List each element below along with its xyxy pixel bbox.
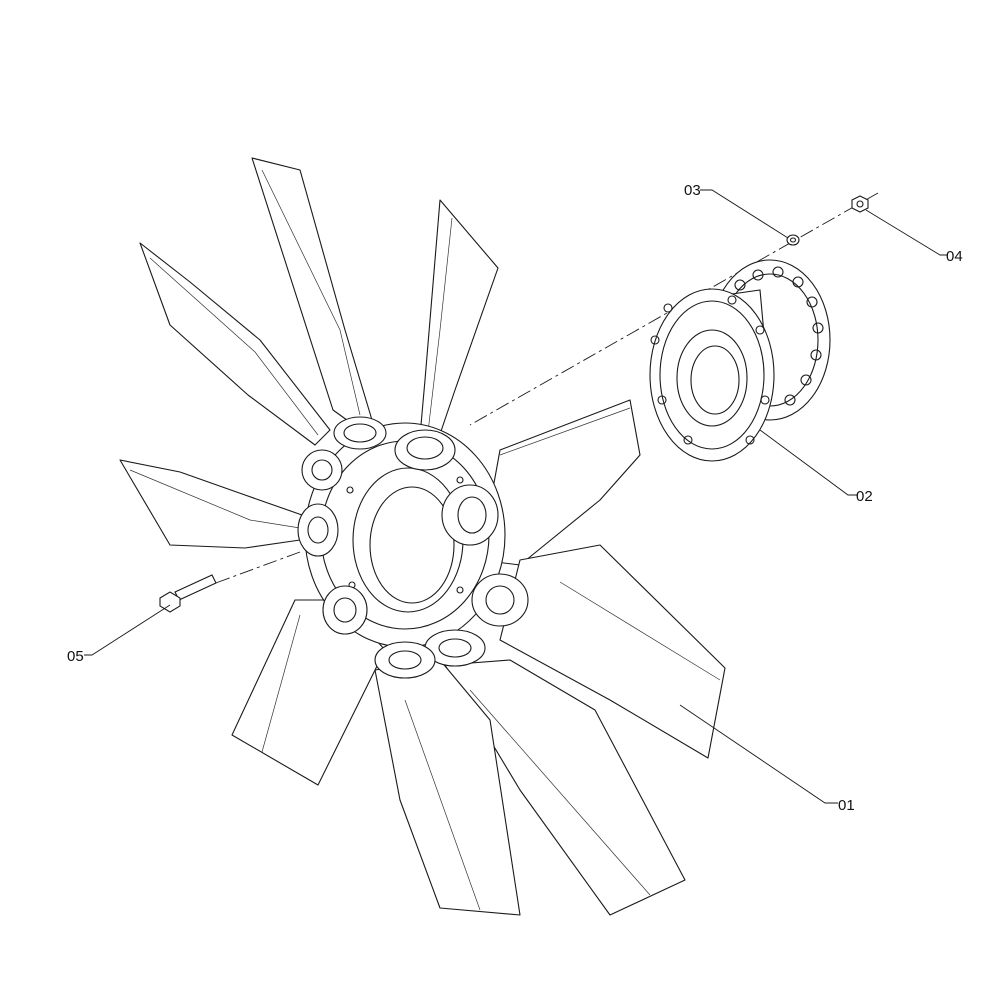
callout-03: 03 (684, 182, 701, 199)
bolt-part-05 (159, 574, 217, 613)
callout-02: 02 (856, 488, 873, 505)
callout-05: 05 (67, 648, 84, 665)
blade-root-clamps (297, 416, 529, 679)
leader-02 (759, 429, 858, 496)
leader-05 (84, 604, 171, 656)
fan-blades-lower (231, 399, 726, 916)
nut-part-04 (851, 195, 869, 213)
fan-blades-upper (119, 157, 499, 549)
callout-01: 01 (838, 797, 855, 814)
leader-03 (700, 189, 789, 239)
callout-labels: 01 02 03 04 05 (67, 182, 963, 814)
leader-lines (84, 189, 948, 804)
leader-01 (679, 704, 838, 804)
washer-part-03 (786, 234, 800, 246)
callout-04: 04 (946, 248, 963, 265)
leader-04 (865, 209, 948, 256)
adapter-flange-part-02 (649, 259, 831, 462)
